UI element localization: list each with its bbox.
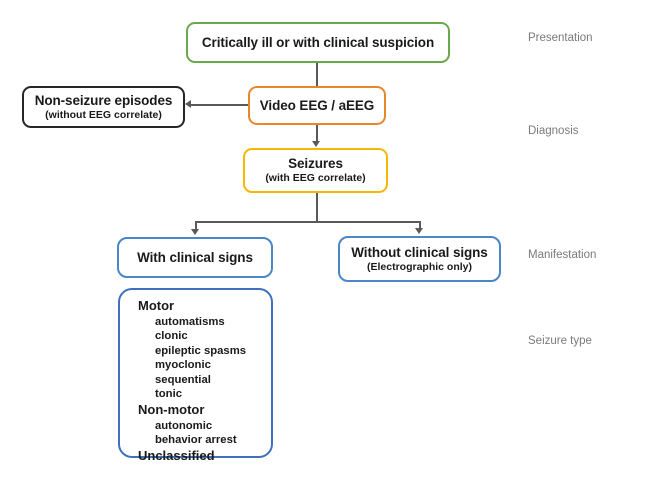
node-non-seizure-subtitle: (without EEG correlate) [45, 108, 162, 121]
stage-label-seizure-type: Seizure type [528, 335, 592, 347]
seizure-type-item: automatisms [155, 315, 225, 328]
seizure-type-category: Unclassified [138, 447, 215, 463]
node-diagnosis-tool[interactable]: Video EEG / aEEG [248, 86, 386, 125]
node-seizures-title: Seizures [288, 156, 343, 171]
arrowhead-left-icon [185, 100, 191, 108]
seizure-type-item: sequential [155, 373, 211, 386]
arrowhead-down-icon [311, 141, 320, 147]
node-with-clinical-signs-title: With clinical signs [137, 250, 253, 265]
seizure-type-item: epileptic spasms [155, 344, 247, 357]
connector-branch-horizontal [195, 221, 420, 223]
node-without-clinical-signs-title: Without clinical signs [351, 244, 488, 260]
seizure-type-item: autonomic [155, 419, 213, 432]
node-presentation-title: Critically ill or with clinical suspicio… [201, 35, 435, 50]
arrowhead-down-icon [191, 229, 199, 235]
node-with-clinical-signs[interactable]: With clinical signs [117, 237, 273, 278]
connector-branch-left [195, 221, 197, 231]
stage-label-presentation: Presentation [528, 32, 593, 44]
node-without-clinical-signs[interactable]: Without clinical signs (Electrographic o… [338, 236, 501, 282]
node-presentation[interactable]: Critically ill or with clinical suspicio… [186, 22, 450, 63]
node-non-seizure-episodes[interactable]: Non-seizure episodes (without EEG correl… [22, 86, 185, 128]
seizure-type-item: clonic [155, 330, 188, 343]
seizure-type-item: myoclonic [155, 359, 211, 372]
seizure-type-item: behavior arrest [155, 434, 237, 447]
node-seizures-subtitle: (with EEG correlate) [265, 172, 366, 184]
node-diagnosis-tool-title: Video EEG / aEEG [259, 98, 375, 113]
connector-seizures-down [316, 193, 318, 222]
connector-tool-to-nonseizure [190, 104, 248, 106]
seizure-type-item: tonic [155, 388, 182, 401]
node-without-clinical-signs-subtitle: (Electrographic only) [366, 260, 472, 273]
stage-label-manifestation: Manifestation [528, 249, 597, 261]
seizure-type-category: Motor [138, 298, 175, 313]
arrowhead-down-icon [415, 228, 423, 234]
seizure-type-category: Non-motor [138, 402, 205, 418]
connector-branch-right [419, 221, 421, 230]
connector-tool-to-seizures [316, 125, 318, 142]
node-seizures[interactable]: Seizures (with EEG correlate) [243, 148, 388, 193]
node-non-seizure-title: Non-seizure episodes [34, 92, 173, 108]
connector-presentation-to-tool [316, 63, 318, 86]
stage-label-diagnosis: Diagnosis [528, 125, 579, 137]
